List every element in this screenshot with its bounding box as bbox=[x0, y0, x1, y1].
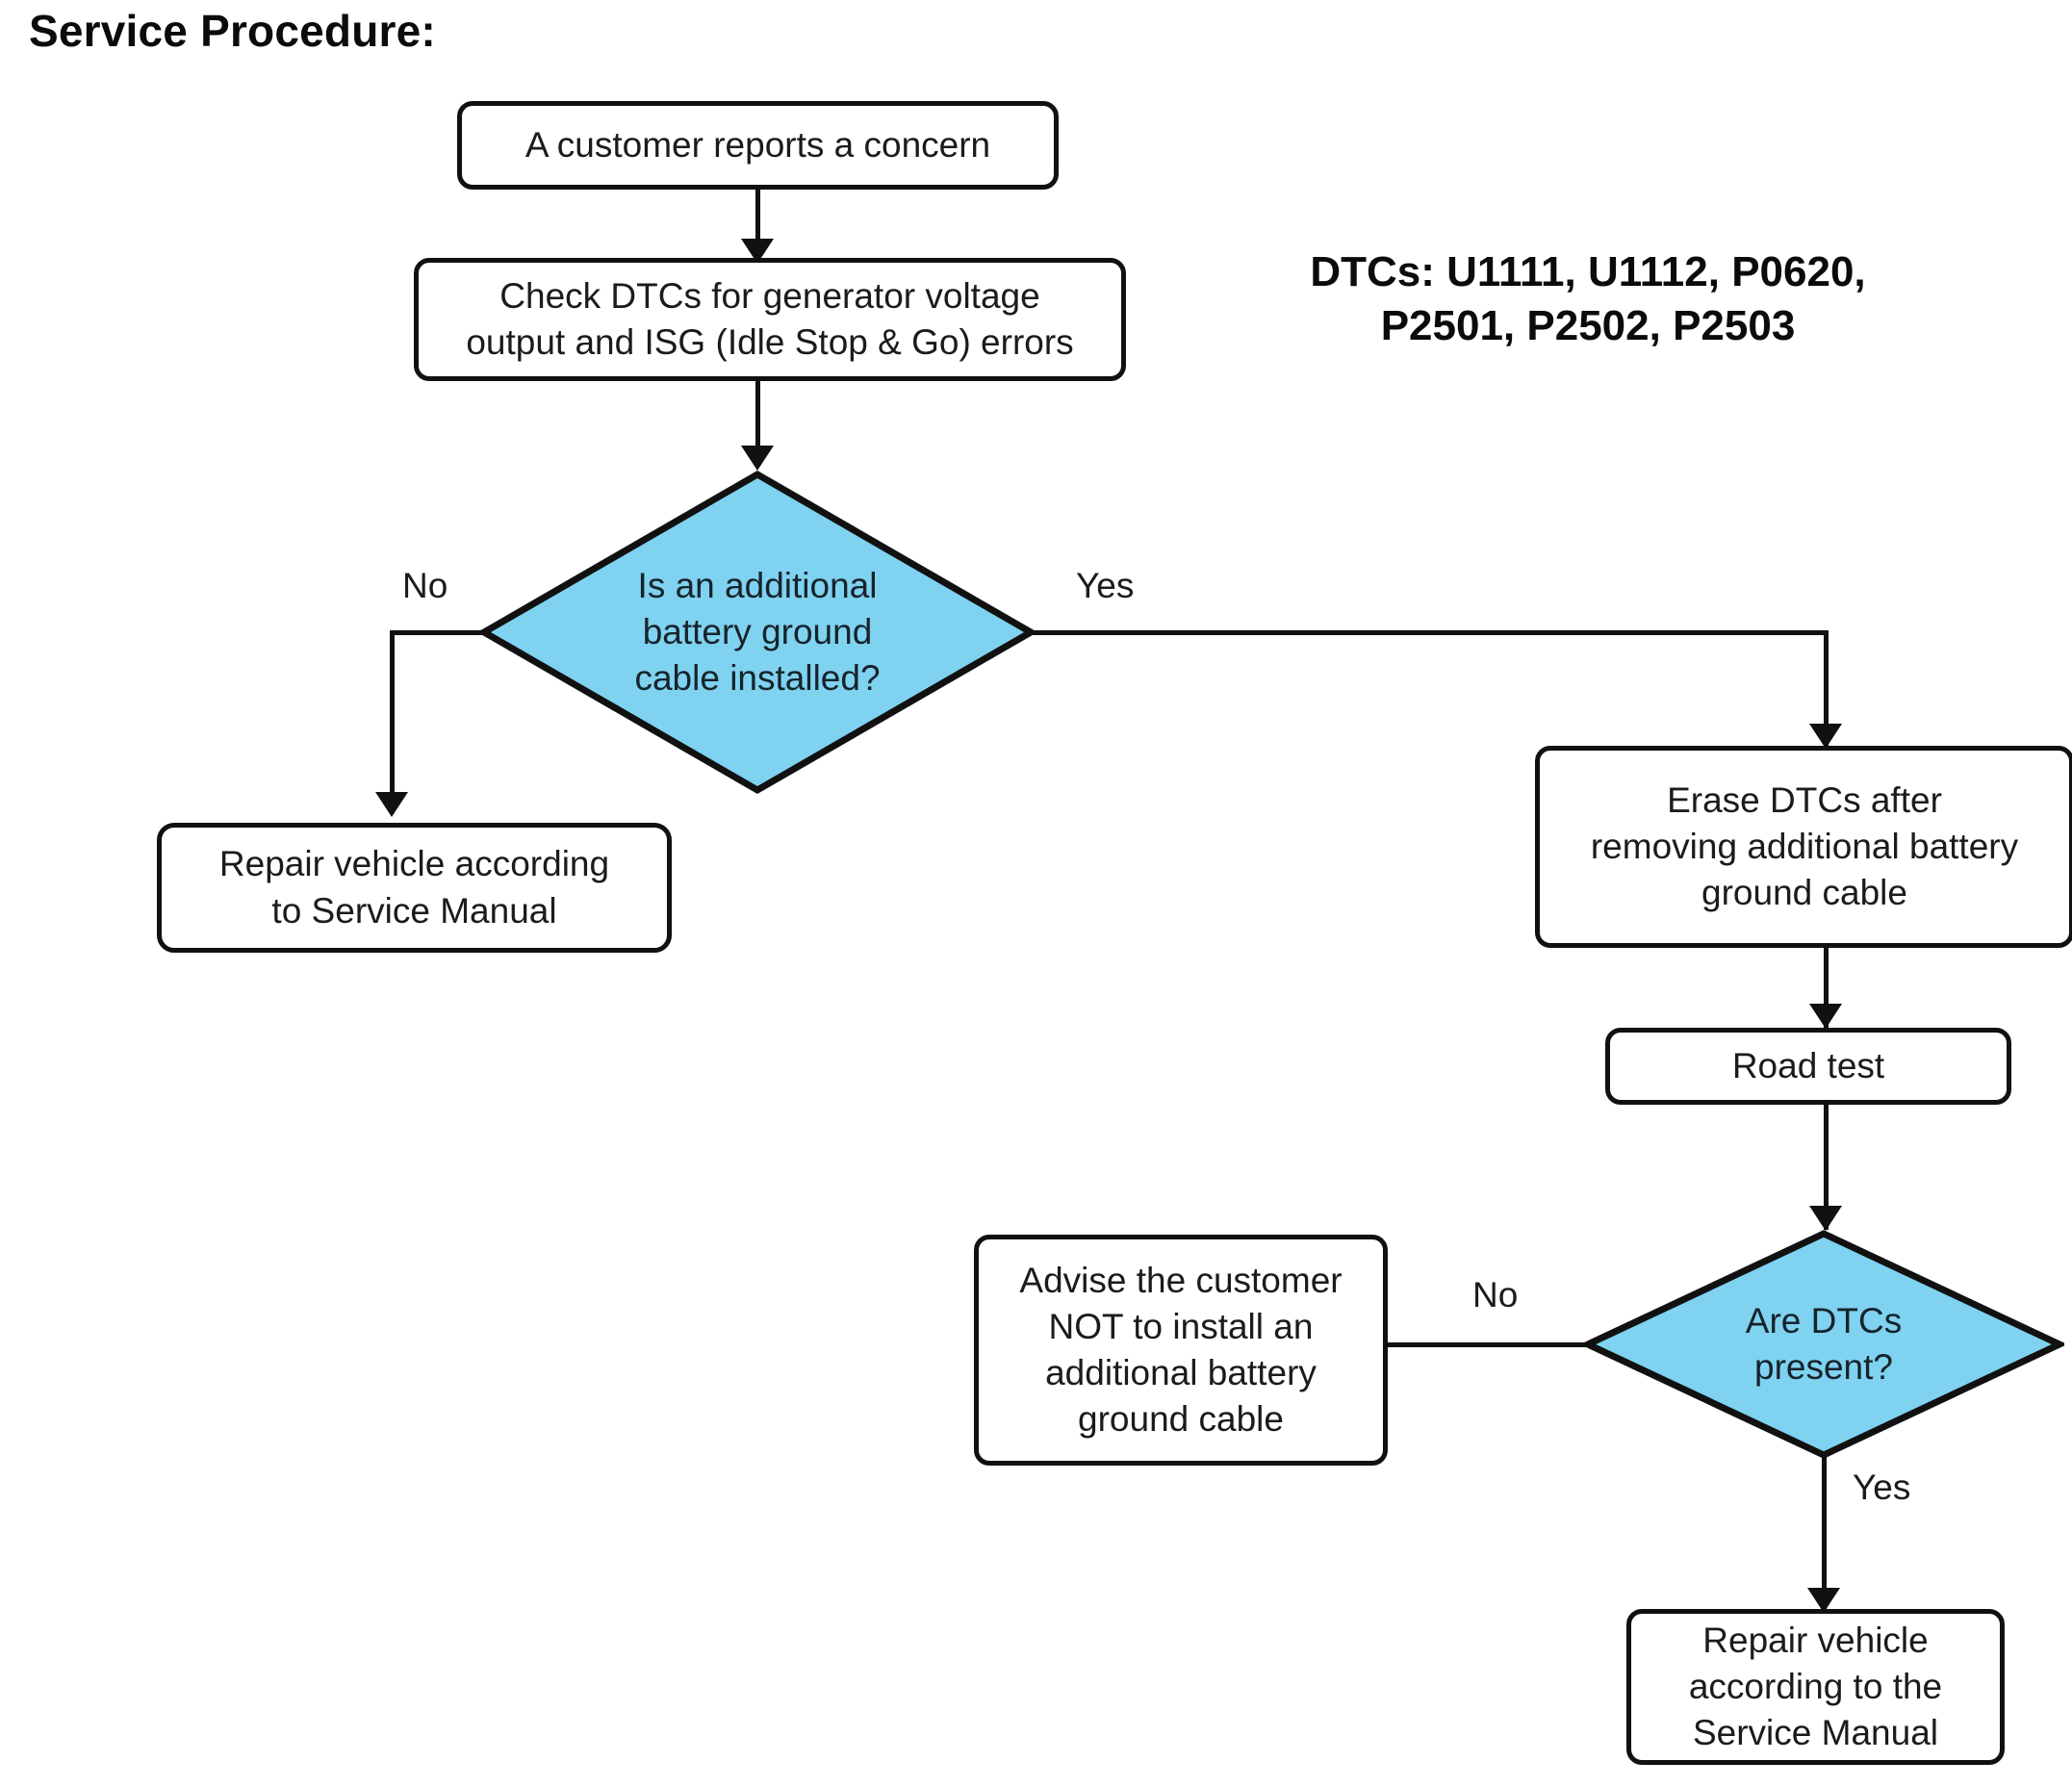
node-are-dtcs-present[interactable]: Are DTCs present? bbox=[1583, 1229, 2064, 1460]
connector-check-dtcs-to-decision-1 bbox=[755, 381, 760, 466]
arrowhead-erase-dtcs-to-road-test bbox=[1809, 1004, 1842, 1029]
node-customer-reports-concern-label: A customer reports a concern bbox=[524, 124, 991, 165]
erase-dtcs-line-3: ground cable bbox=[1701, 873, 1907, 913]
edge-label-decision-2-yes: Yes bbox=[1853, 1468, 1911, 1507]
node-advise-customer-label: Advise the customer NOT to install an ad… bbox=[990, 1258, 1371, 1442]
erase-dtcs-line-2: removing additional battery bbox=[1590, 826, 2019, 866]
dtc-list-note: DTCs: U1111, U1112, P0620, P2501, P2502,… bbox=[1208, 245, 1968, 354]
repair-bottom-line-1: Repair vehicle bbox=[1702, 1620, 1929, 1660]
node-repair-vehicle-service-manual[interactable]: Repair vehicle according to Service Manu… bbox=[157, 823, 672, 953]
node-check-dtcs-line-1: Check DTCs for generator voltage bbox=[499, 275, 1040, 316]
node-road-test-label: Road test bbox=[1731, 1045, 1885, 1085]
node-check-dtcs-label: Check DTCs for generator voltage output … bbox=[430, 273, 1110, 366]
advise-line-2: NOT to install an bbox=[1048, 1306, 1314, 1346]
advise-line-4: ground cable bbox=[1078, 1399, 1284, 1440]
edge-label-decision-2-no: No bbox=[1472, 1275, 1519, 1315]
arrowhead-decision-1-no bbox=[375, 792, 408, 817]
connector-decision-1-yes-horizontal bbox=[1028, 630, 1829, 635]
connector-decision-1-no-horizontal bbox=[390, 630, 489, 635]
connector-start-to-check-dtcs bbox=[755, 190, 760, 255]
connector-erase-dtcs-to-road-test bbox=[1824, 948, 1829, 1034]
dtc-note-line-1: DTCs: U1111, U1112, P0620, bbox=[1310, 248, 1866, 295]
decision-diamond-shape-2 bbox=[1583, 1230, 2064, 1459]
page-title: Service Procedure: bbox=[29, 6, 436, 56]
edge-label-decision-1-yes: Yes bbox=[1076, 566, 1135, 605]
node-is-additional-battery-ground-cable-installed[interactable]: Is an additional battery ground cable in… bbox=[478, 469, 1036, 796]
decision-diamond-shape bbox=[478, 470, 1036, 795]
edge-label-decision-1-no: No bbox=[402, 566, 448, 605]
node-customer-reports-concern[interactable]: A customer reports a concern bbox=[457, 101, 1059, 190]
connector-decision-2-yes bbox=[1822, 1455, 1827, 1614]
node-repair-vehicle-service-manual-label: Repair vehicle according to Service Manu… bbox=[173, 841, 655, 933]
node-repair-vehicle-service-manual-2[interactable]: Repair vehicle according to the Service … bbox=[1626, 1609, 2005, 1765]
connector-road-test-to-decision-2 bbox=[1824, 1105, 1829, 1230]
arrowhead-check-dtcs-to-decision-1 bbox=[741, 446, 774, 471]
node-check-dtcs[interactable]: Check DTCs for generator voltage output … bbox=[414, 258, 1126, 381]
node-road-test[interactable]: Road test bbox=[1605, 1028, 2011, 1105]
arrowhead-decision-1-yes bbox=[1809, 724, 1842, 749]
repair-left-line-1: Repair vehicle according bbox=[218, 844, 610, 884]
arrowhead-decision-2-yes bbox=[1807, 1588, 1840, 1613]
arrowhead-road-test-to-decision-2 bbox=[1809, 1206, 1842, 1231]
connector-decision-1-no-vertical bbox=[390, 630, 395, 813]
node-erase-dtcs[interactable]: Erase DTCs after removing additional bat… bbox=[1535, 746, 2072, 948]
repair-left-line-2: to Service Manual bbox=[271, 890, 557, 931]
node-check-dtcs-line-2: output and ISG (Idle Stop & Go) errors bbox=[466, 322, 1074, 362]
advise-line-1: Advise the customer bbox=[1019, 1260, 1343, 1300]
advise-line-3: additional battery bbox=[1045, 1353, 1317, 1392]
repair-bottom-line-2: according to the bbox=[1688, 1666, 1943, 1706]
connector-decision-1-yes-vertical bbox=[1824, 630, 1829, 746]
erase-dtcs-line-1: Erase DTCs after bbox=[1667, 779, 1942, 820]
repair-bottom-line-3: Service Manual bbox=[1692, 1713, 1938, 1753]
dtc-note-line-2: P2501, P2502, P2503 bbox=[1380, 302, 1796, 350]
node-repair-vehicle-service-manual-2-label: Repair vehicle according to the Service … bbox=[1643, 1618, 1988, 1756]
node-erase-dtcs-label: Erase DTCs after removing additional bat… bbox=[1551, 778, 2058, 916]
node-advise-customer[interactable]: Advise the customer NOT to install an ad… bbox=[974, 1235, 1388, 1466]
